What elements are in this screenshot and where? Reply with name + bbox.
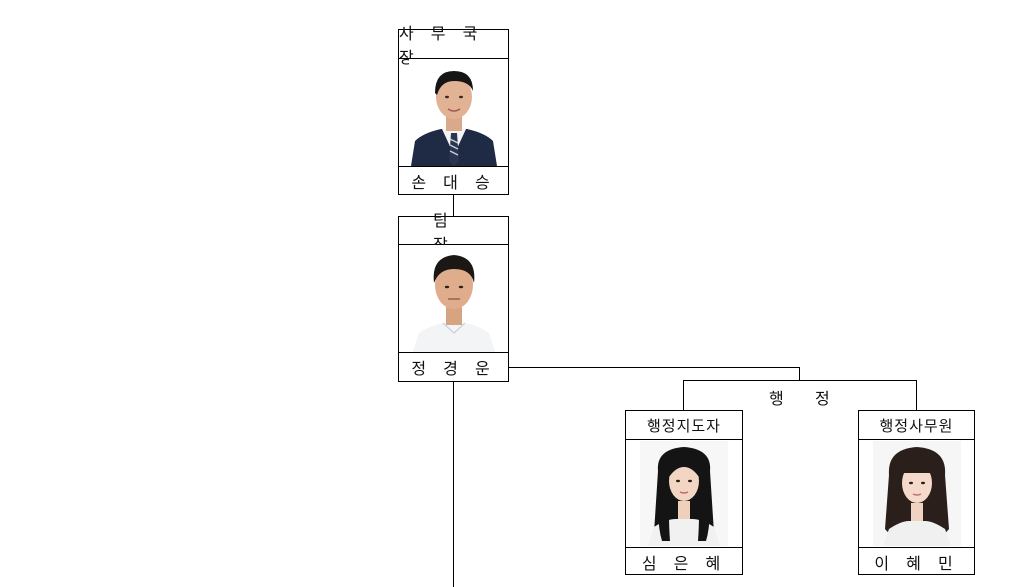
connector-admin-left <box>683 380 684 410</box>
admin-group-label-1: 행 <box>769 389 784 408</box>
connector-director-to-teamlead <box>453 194 454 216</box>
man-portrait-icon <box>408 245 499 352</box>
admin-clerk-card: 행정사무원 이 혜 민 <box>858 410 975 575</box>
director-card: 사 무 국 장 손 대 승 <box>398 24 509 195</box>
admin-group-label-2: 정 <box>815 389 830 408</box>
team-lead-photo <box>399 245 508 352</box>
director-title: 사 무 국 장 <box>399 24 508 67</box>
admin-clerk-title: 행정사무원 <box>859 411 974 440</box>
connector-teamlead-right <box>508 367 800 368</box>
connector-teamlead-down <box>453 380 454 587</box>
director-photo <box>399 59 508 166</box>
connector-admin-drop <box>799 367 800 381</box>
admin-clerk-name: 이 혜 민 <box>859 547 974 576</box>
connector-admin-right <box>916 380 917 410</box>
man-in-suit-icon <box>408 59 499 166</box>
woman-bangs-icon <box>872 441 961 546</box>
team-lead-name: 정 경 운 <box>399 352 508 381</box>
director-name: 손 대 승 <box>399 166 508 195</box>
team-lead-title: 팀 장 <box>399 211 508 254</box>
team-lead-card: 팀 장 정 경 운 <box>398 211 509 382</box>
admin-instructor-title: 행정지도자 <box>626 411 742 440</box>
admin-clerk-photo <box>859 440 974 547</box>
admin-instructor-name: 심 은 혜 <box>626 547 742 576</box>
woman-long-hair-icon <box>640 441 728 546</box>
admin-instructor-photo <box>626 440 742 547</box>
admin-instructor-card: 행정지도자 심 은 혜 <box>625 410 743 575</box>
connector-admin-bar <box>683 380 917 381</box>
